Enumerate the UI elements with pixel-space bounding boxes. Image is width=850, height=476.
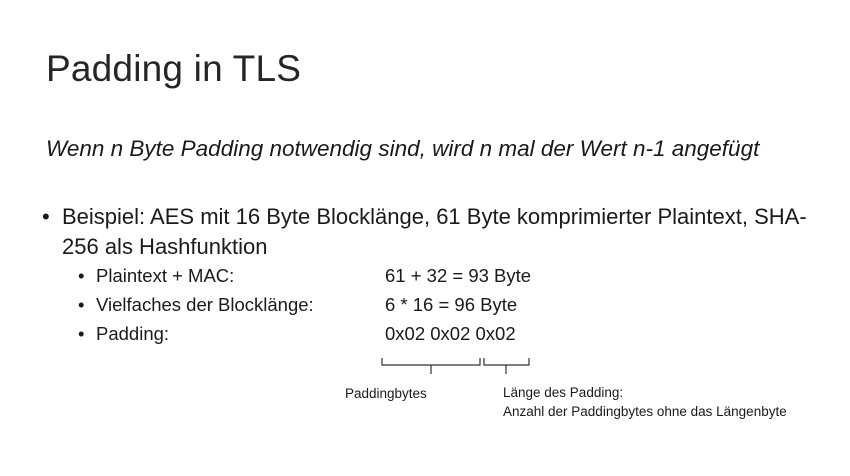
length-byte-bracket <box>483 358 530 374</box>
row-value: 0x02 0x02 0x02 <box>385 323 516 344</box>
bullet-dot: • <box>42 204 50 229</box>
bullet-dot: • <box>78 265 85 286</box>
padding-bytes-bracket <box>381 358 481 374</box>
row-value: 6 * 16 = 96 Byte <box>385 294 518 315</box>
intro-text: Wenn n Byte Padding notwendig sind, wird… <box>46 136 760 161</box>
row-label: Vielfaches der Blocklänge: <box>96 294 314 315</box>
example-text: Beispiel: AES mit 16 Byte Blocklänge, 61… <box>62 204 807 259</box>
row-value: 61 + 32 = 93 Byte <box>385 265 532 286</box>
row-label: Padding: <box>96 323 170 344</box>
slide-title: Padding in TLS <box>46 48 302 89</box>
padding-bytes-caption: Paddingbytes <box>345 386 427 401</box>
bullet-dot: • <box>78 294 85 315</box>
length-caption-desc: Anzahl der Paddingbytes ohne das Längenb… <box>503 404 787 419</box>
bullet-dot: • <box>78 323 85 344</box>
row-label: Plaintext + MAC: <box>96 265 235 286</box>
length-caption-title: Länge des Padding: <box>503 385 624 400</box>
padding-brackets <box>381 358 530 374</box>
